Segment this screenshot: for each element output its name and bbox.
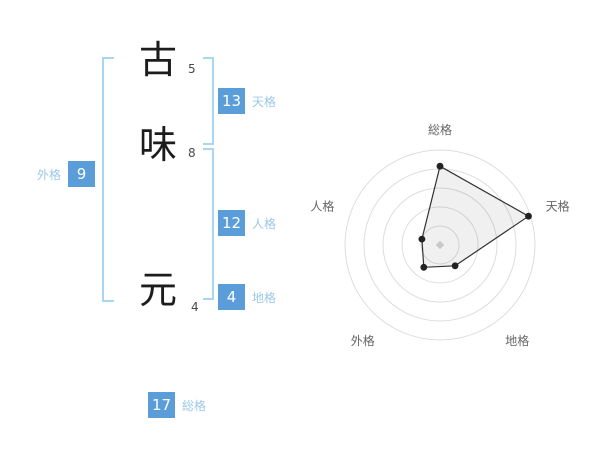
name-char-3: 元: [139, 268, 178, 312]
radar-ring: [382, 187, 498, 303]
radar-axis-label: 総格: [428, 122, 452, 137]
gaikaku-group: 外格 9: [37, 161, 96, 187]
radar-center-marker: [435, 240, 445, 250]
jinkaku-group: 12 人格: [218, 210, 276, 236]
gaikaku-badge-value: 9: [68, 161, 96, 187]
gaikaku-label: 外格: [37, 167, 62, 182]
radar-axis-label: 人格: [310, 199, 334, 214]
soukaku-badge-value: 17: [148, 392, 175, 418]
soukaku-label: 総格: [182, 398, 207, 413]
radar-axis-label: 外格: [351, 333, 375, 348]
radar-point: [420, 263, 428, 271]
chikaku-group: 4 地格: [218, 284, 276, 310]
gaikaku-bracket: [102, 57, 114, 302]
stroke-count-3: 4: [191, 300, 199, 314]
soukaku-group: 17 総格: [148, 392, 206, 418]
jinkaku-bracket: [203, 148, 214, 300]
name-char-1: 古: [139, 38, 178, 82]
tenkaku-group: 13 天格: [218, 88, 276, 114]
radar-ring: [401, 206, 479, 284]
name-char-2: 味: [139, 123, 178, 167]
jinkaku-badge-value: 12: [218, 210, 245, 236]
stroke-count-2: 8: [188, 146, 196, 160]
radar-point: [525, 212, 532, 220]
radar-point: [451, 262, 459, 270]
tenkaku-bracket: [203, 57, 214, 145]
radar-point: [436, 162, 444, 170]
jinkaku-label: 人格: [252, 216, 277, 231]
radar-axis-label: 天格: [546, 199, 570, 214]
radar-ring: [344, 149, 536, 341]
radar-ring: [420, 225, 460, 265]
chikaku-label: 地格: [252, 290, 277, 305]
chikaku-badge-value: 4: [218, 284, 245, 310]
tenkaku-label: 天格: [252, 94, 277, 109]
radar-point: [418, 235, 426, 243]
radar-polygon: [421, 165, 530, 268]
radar-axis-label: 地格: [505, 333, 529, 348]
stroke-count-1: 5: [188, 62, 196, 76]
tenkaku-badge-value: 13: [218, 88, 245, 114]
